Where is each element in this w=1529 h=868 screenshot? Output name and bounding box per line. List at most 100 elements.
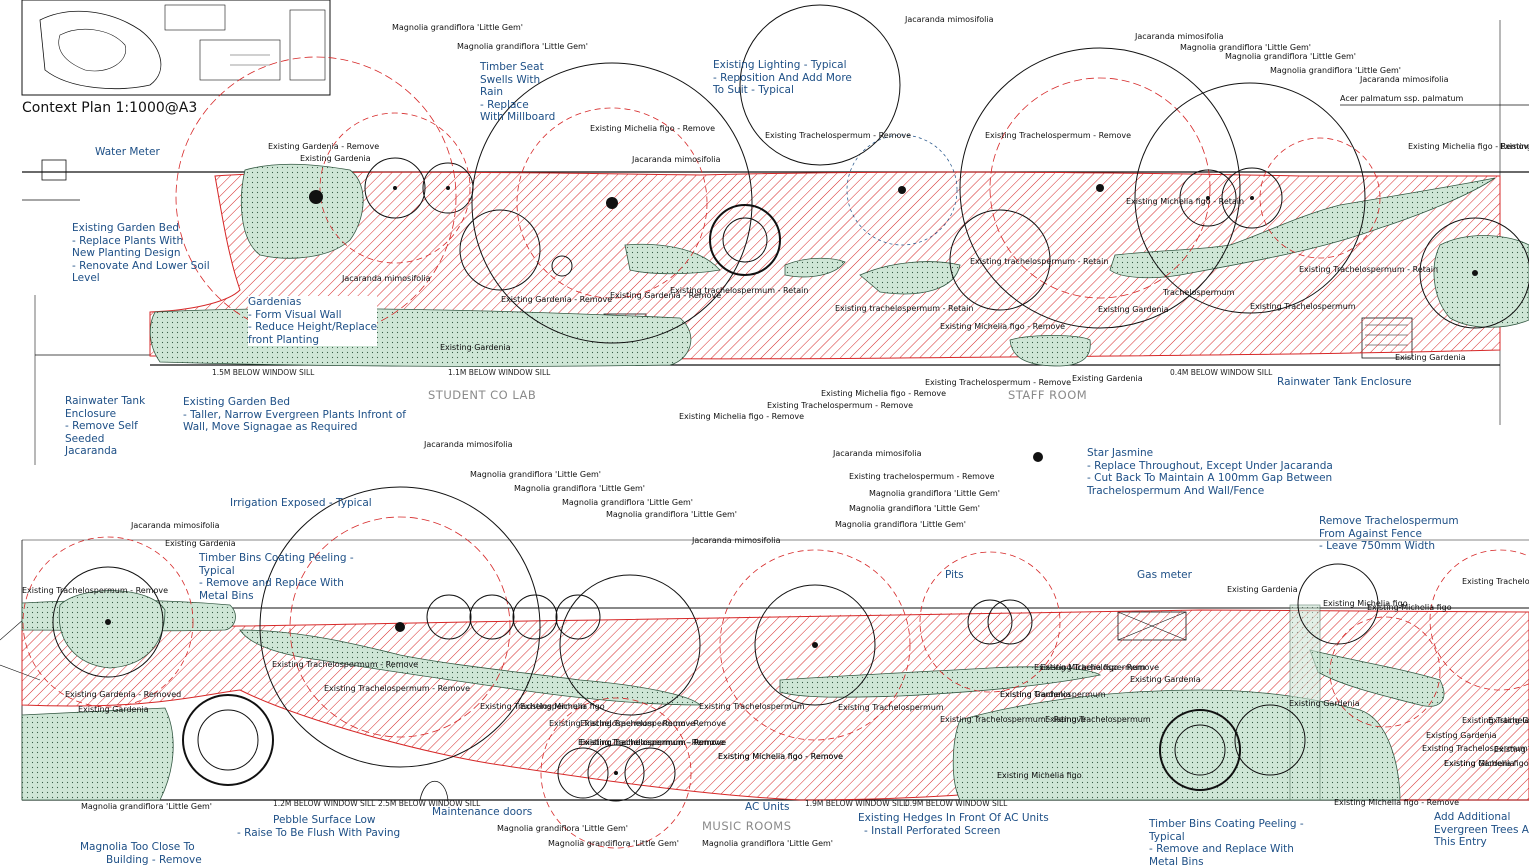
plant-label: Existing Gardenia bbox=[1000, 690, 1071, 699]
context-plan-thumbnail bbox=[21, 0, 331, 96]
plant-label: Jacaranda mimosifolia bbox=[424, 440, 513, 449]
plant-label: Magnolia grandiflora 'Little Gem' bbox=[470, 470, 601, 479]
plant-label: Existing Michelia figo - Remove bbox=[821, 389, 947, 398]
plant-label: Existing Gardenia bbox=[1227, 585, 1298, 594]
plant-label: Magnolia grandiflora 'Little Gem' bbox=[548, 839, 679, 848]
note-timber-bins: Timber Bins Coating Peeling - Typical - … bbox=[199, 552, 354, 602]
plant-label: Existing Trachelospermum bbox=[699, 702, 805, 711]
room-music-rooms: MUSIC ROOMS bbox=[702, 819, 792, 833]
top-tree-canopies bbox=[175, 4, 1529, 344]
plant-label: Jacaranda mimosifolia bbox=[692, 536, 781, 545]
note-remove-trachelospermum: Remove Trachelospermum From Against Fenc… bbox=[1319, 515, 1459, 552]
note-pits: Pits bbox=[945, 569, 964, 581]
plant-label: Existing Gardenia bbox=[165, 539, 236, 548]
plant-label: Jacaranda mimosifolia bbox=[905, 15, 994, 24]
plant-label: Existing Michelia figo - Remove bbox=[1334, 798, 1460, 807]
plant-label: Magnolia grandiflora 'Little Gem' bbox=[835, 520, 966, 529]
plant-label: Existing Trachelospermum bbox=[1040, 663, 1146, 672]
plant-label: Existing Michelia figo - Remove bbox=[590, 124, 716, 133]
plant-label: Existing Trachelospermum - Retain bbox=[1299, 265, 1439, 274]
plant-label: Existing Trachelospermum - Remove bbox=[767, 401, 914, 410]
plant-label: Magnolia grandiflora 'Little Gem' bbox=[1225, 52, 1356, 61]
plant-label: Existing Michelia figo - Remove bbox=[718, 752, 844, 761]
plant-label: Existing Gardenia bbox=[78, 705, 149, 714]
plant-label: Existing Trachelospermum bbox=[1462, 716, 1529, 725]
plant-label: Existing Trachelospermum bbox=[1045, 715, 1151, 724]
plant-label: Jacaranda mimosifolia bbox=[1360, 75, 1449, 84]
plant-label: Magnolia grandiflora 'Little Gem' bbox=[1180, 43, 1311, 52]
bottom-tree-trunks bbox=[105, 452, 1043, 775]
plant-label: Magnolia grandiflora 'Little Gem' bbox=[392, 23, 523, 32]
note-star-jasmine: Star Jasmine - Replace Throughout, Excep… bbox=[1087, 447, 1333, 497]
plant-label: Magnolia grandiflora 'Little Gem' bbox=[702, 839, 833, 848]
plant-label: Existing Gardenia bbox=[1488, 716, 1529, 725]
plant-label: Existing Michelia figo - Retain bbox=[1126, 197, 1245, 206]
note-gardenias: Gardenias - Form Visual Wall - Reduce He… bbox=[248, 296, 378, 346]
room-staff-room: STAFF ROOM bbox=[1008, 388, 1088, 402]
plant-label: Existing Gardenia - Remove bbox=[501, 295, 613, 304]
note-add-evergreen-trees: Add Additional Evergreen Trees At This E… bbox=[1434, 811, 1529, 848]
plant-label: Existing Trachelospermum - Remove bbox=[580, 719, 727, 728]
note-existing-hedges: Existing Hedges In Front Of AC Units - I… bbox=[858, 812, 1049, 837]
note-timber-seat: Timber Seat Swells With Rain - Replace W… bbox=[480, 61, 556, 123]
bottom-planting-patches bbox=[21, 590, 1445, 801]
plant-label: Existing Michelia figo - Remove bbox=[718, 752, 844, 761]
plant-label: Existing Trachelospermum bbox=[1422, 744, 1528, 753]
dimension-label: 1.2M BELOW WINDOW SILL bbox=[273, 799, 376, 808]
plant-label: Existing trachelospermum - Retain bbox=[970, 257, 1109, 266]
plant-label: Existing Michelia figo - Remove bbox=[679, 412, 805, 421]
dimension-label: 2.5M BELOW WINDOW SILL bbox=[378, 799, 481, 808]
plant-label: Existing Gardenia bbox=[1289, 699, 1360, 708]
plant-label: Existing Trachelospermum - Remove bbox=[324, 684, 471, 693]
plant-label: Existing Michelia figo bbox=[1323, 599, 1408, 608]
plant-label: Existing Gardenia bbox=[1426, 731, 1497, 740]
plant-label: Existing Gardenia - Removed bbox=[65, 690, 182, 699]
plant-label: Existing Michelia figo bbox=[520, 702, 605, 711]
note-maintenance-doors: Maintenance doors bbox=[432, 806, 533, 818]
plant-label: Jacaranda mimosifolia bbox=[342, 274, 431, 283]
plant-label: Magnolia grandiflora 'Little Gem' bbox=[849, 504, 980, 513]
plant-label: Magnolia grandiflora 'Little Gem' bbox=[869, 489, 1000, 498]
note-timber-bins-2: Timber Bins Coating Peeling - Typical - … bbox=[1149, 818, 1304, 868]
plant-label: Existing Trachelospermum bbox=[1494, 745, 1529, 754]
plant-label: Existing Gardenia bbox=[1500, 142, 1529, 151]
note-pebble-surface: Pebble Surface Low - Raise To Be Flush W… bbox=[237, 814, 401, 839]
plant-label: Magnolia grandiflora 'Little Gem' bbox=[457, 42, 588, 51]
context-plan-title: Context Plan 1:1000@A3 bbox=[22, 100, 198, 116]
plant-label: Existing Trachelospermum bbox=[480, 702, 586, 711]
plant-label: Existing Trachelospermum - Remove bbox=[580, 738, 727, 747]
note-rainwater-tank-enclosure-right: Rainwater Tank Enclosure bbox=[1277, 376, 1412, 388]
plant-label: Existing Trachelospermum - Remove bbox=[22, 586, 169, 595]
plant-label: Acer palmatum ssp. palmatum bbox=[1340, 94, 1464, 103]
plant-label: Magnolia grandiflora 'Little Gem' bbox=[81, 802, 212, 811]
plant-label: Magnolia grandiflora 'Little Gem' bbox=[1270, 66, 1401, 75]
plant-label: Existing Trachelospermum - Remove bbox=[580, 738, 727, 747]
plant-label: Existing Gardenia bbox=[300, 154, 371, 163]
note-magnolia-too-close: Magnolia Too Close To Building - Remove bbox=[80, 841, 202, 866]
plant-label: Existing Trachelospermum bbox=[838, 703, 944, 712]
plant-label: Existing Gardenia bbox=[1395, 353, 1466, 362]
bottom-tree-canopies bbox=[22, 486, 1529, 849]
dimension-label: 1.1M BELOW WINDOW SILL bbox=[448, 368, 551, 377]
plant-label: Existing Trachelospermum - Remove bbox=[578, 738, 725, 747]
room-student-co-lab: STUDENT CO LAB bbox=[428, 388, 537, 402]
plant-label: Existing trachelospermum - Retain bbox=[835, 304, 974, 313]
note-irrigation-exposed: Irrigation Exposed - Typical bbox=[230, 497, 372, 509]
plant-label: Existing Gardenia - Remove bbox=[268, 142, 380, 151]
plant-label: Existing Trachelospermum - Remove bbox=[765, 131, 912, 140]
plant-label: Existing Michelia figo - Remove bbox=[940, 322, 1066, 331]
plant-label: Existing Trachelospermum - Remove bbox=[985, 131, 1132, 140]
dimension-label: 0.9M BELOW WINDOW SILL bbox=[905, 799, 1008, 808]
note-gas-meter: Gas meter bbox=[1137, 569, 1192, 581]
plant-label: Existing Michelia figo bbox=[997, 771, 1082, 780]
plant-label: Existing Trachelospermum bbox=[1000, 690, 1106, 699]
plant-label: Trachelospermum bbox=[1163, 288, 1235, 297]
dimension-label: 1.9M BELOW WINDOW SILL bbox=[805, 799, 908, 808]
plant-label: Jacaranda mimosifolia bbox=[833, 449, 922, 458]
note-existing-garden-bed-2: Existing Garden Bed - Taller, Narrow Eve… bbox=[183, 396, 406, 433]
plant-label: Existing Trachelospermum - Remove bbox=[925, 378, 1072, 387]
plant-label: Existing Trachelospermum bbox=[1462, 577, 1529, 586]
plant-label: Magnolia grandiflora 'Little Gem' bbox=[497, 824, 628, 833]
plant-label: Magnolia grandiflora 'Little Gem' bbox=[514, 484, 645, 493]
